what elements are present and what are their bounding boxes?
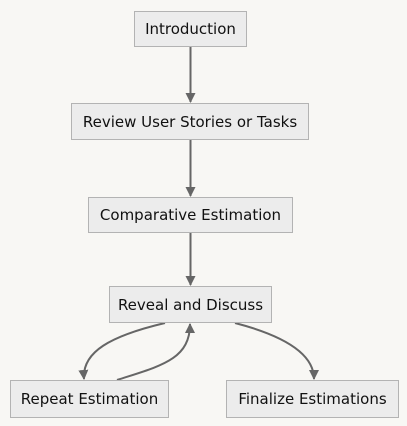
node-review-user-stories-label: Review User Stories or Tasks <box>82 112 298 131</box>
node-repeat-estimation-label: Repeat Estimation <box>20 390 159 408</box>
node-review-user-stories: Review User Stories or Tasks <box>71 103 309 140</box>
node-repeat-estimation: Repeat Estimation <box>10 380 169 418</box>
node-introduction: Introduction <box>134 11 247 47</box>
edge-repeat-to-reveal <box>116 323 195 381</box>
node-reveal-and-discuss-label: Reveal and Discuss <box>117 295 264 314</box>
node-comparative-estimation-label: Comparative Estimation <box>99 206 282 224</box>
node-finalize-estimations: Finalize Estimations <box>226 380 399 418</box>
node-reveal-and-discuss: Reveal and Discuss <box>109 286 272 323</box>
node-finalize-estimations-label: Finalize Estimations <box>238 390 387 408</box>
node-introduction-label: Introduction <box>145 20 236 38</box>
edge-reveal-to-repeat <box>78 322 166 380</box>
node-comparative-estimation: Comparative Estimation <box>88 197 293 233</box>
edge-reveal-to-finalize <box>234 322 319 380</box>
